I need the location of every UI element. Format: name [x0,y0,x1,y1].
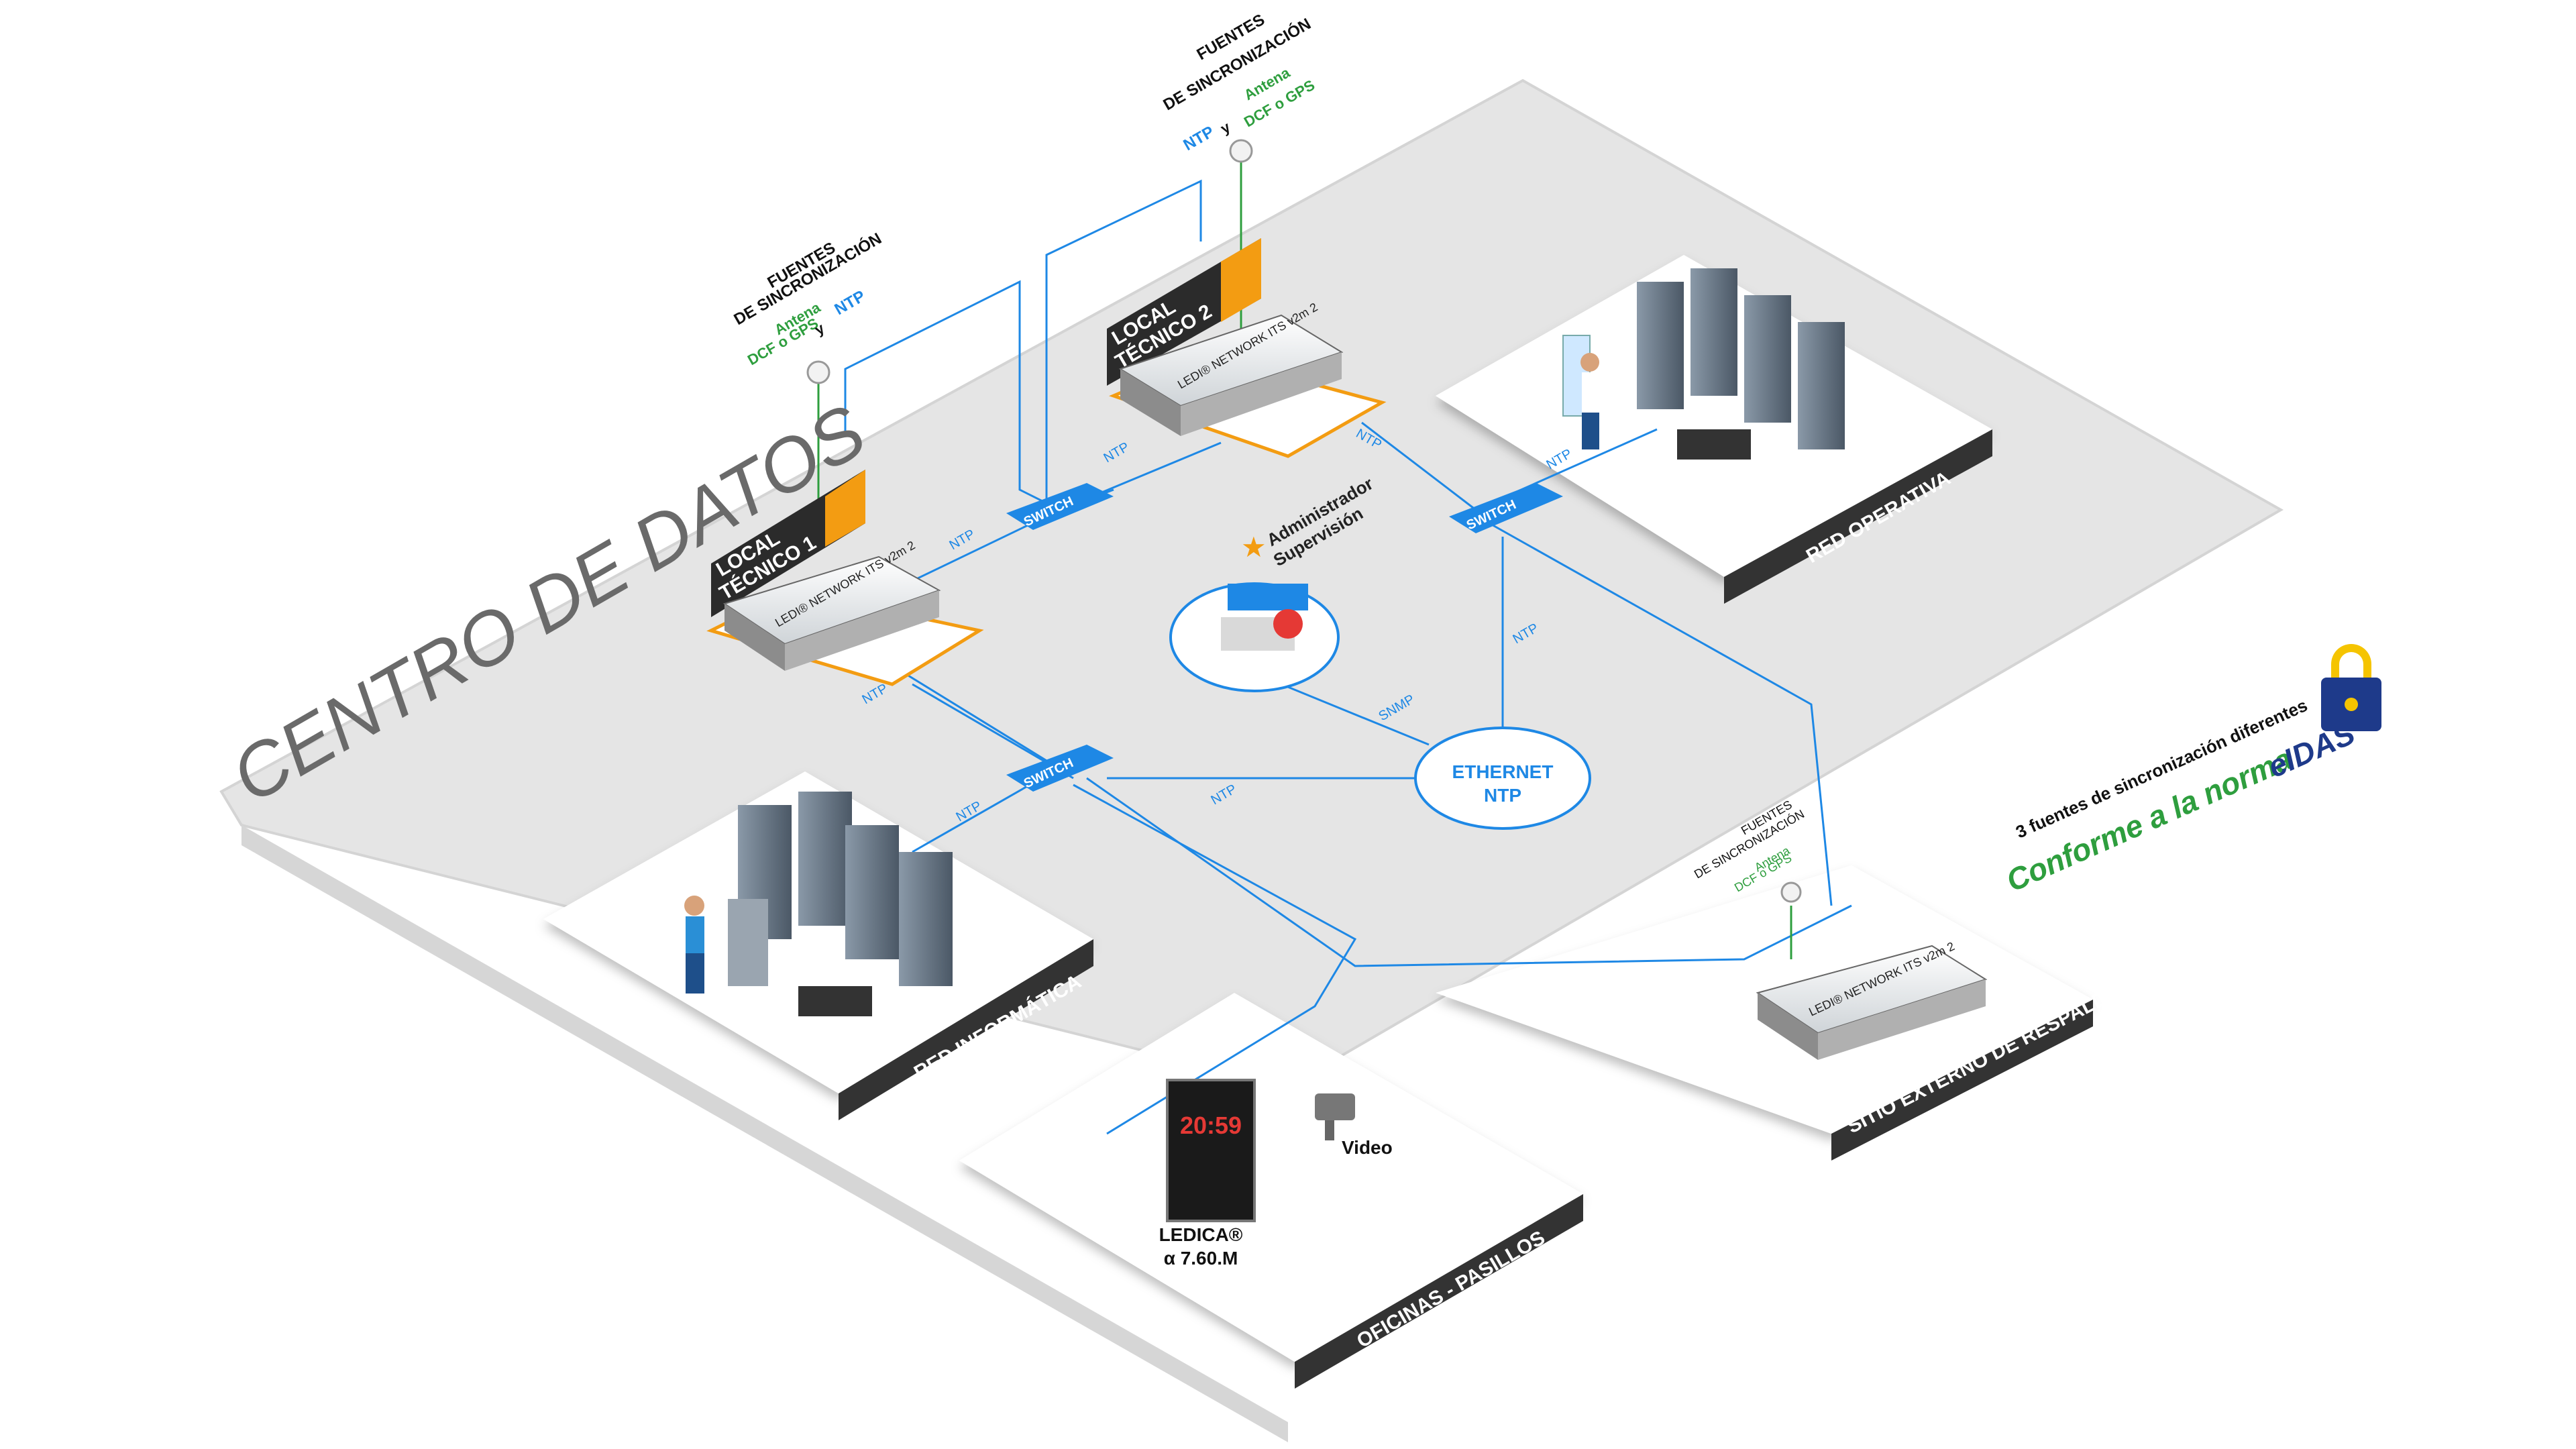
tab-oficinas [1295,1194,1583,1389]
zone-oficinas-tile [959,993,1583,1362]
antenna-icon [806,360,830,384]
tab-red-operativa [1724,429,1992,604]
server-rack-icon [728,792,953,1016]
technician-icon [684,896,704,994]
zone-red-informatica-tile [543,771,1093,1093]
ledica-line2: α 7.60.M [1164,1248,1238,1269]
clock-display-icon: 20:59 [1166,1079,1256,1222]
ledica-line1: LEDICA® [1159,1224,1243,1245]
tab-sitio-externo [1831,1000,2093,1161]
sync2-y: y [1218,118,1234,137]
admin-monitor [1228,584,1308,610]
local-tecnico-1: LOCAL TÉCNICO 1 LEDI® NETWORK ITS v2m 2 [706,470,984,686]
camera-icon [1315,1093,1355,1140]
server-rack-icon [1562,268,1845,460]
sync-source-2: FUENTES DE SINCRONIZACIÓN NTP y Antena D… [1160,11,1318,163]
lock-icon [2321,644,2381,731]
star-icon: ★ [1241,531,1267,563]
ethernet-line1: ETHERNET [1452,761,1554,782]
ntp-links [844,179,1852,1135]
datacenter-platform-edge [241,825,1288,1442]
sync1-ntp: NTP [832,287,869,319]
technician-icon [1580,353,1599,449]
admin-person [1273,609,1303,639]
tab-red-informatica [839,939,1093,1120]
antenna-icon [1229,139,1253,163]
ethernet-line2: NTP [1484,785,1521,806]
ethernet-ntp-hub [1414,727,1591,830]
sync2-ntp: NTP [1181,123,1218,154]
sync1-y: y [812,319,828,338]
ledica-digits: 20:59 [1180,1112,1242,1139]
local-tecnico-2: LOCAL TÉCNICO 2 LEDI® NETWORK ITS v2m 2 [1107,238,1387,458]
video-label: Video [1342,1137,1393,1158]
antenna-icon [1780,881,1802,903]
